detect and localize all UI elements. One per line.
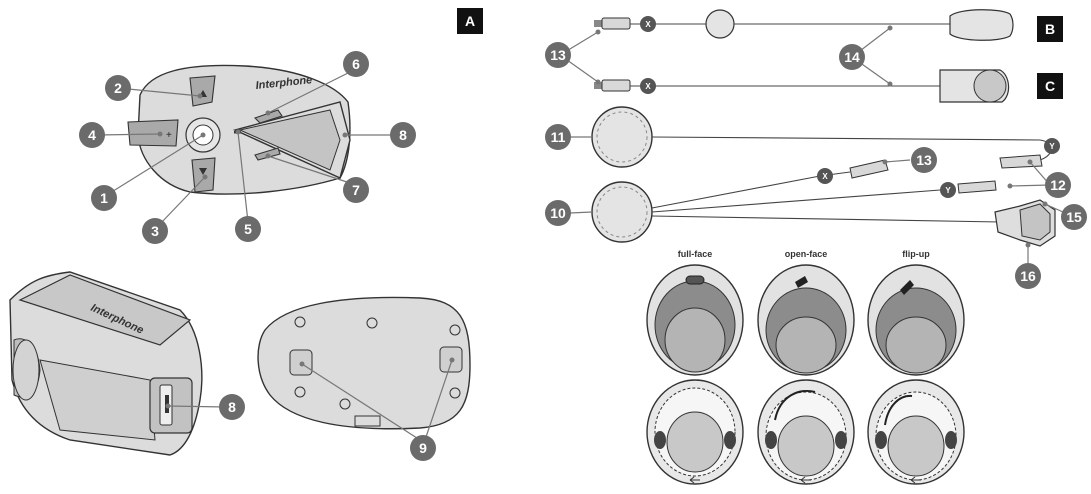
cable-connector-unit bbox=[994, 199, 1056, 247]
callout-6: 6 bbox=[343, 51, 369, 77]
helmet-flip-up-bottom bbox=[867, 379, 965, 485]
caption-full-face: full-face bbox=[678, 249, 713, 259]
connector-x-2: X bbox=[640, 78, 656, 94]
callout-7: 7 bbox=[343, 177, 369, 203]
svg-text:C: C bbox=[1045, 78, 1055, 94]
svg-text:1: 1 bbox=[100, 190, 108, 206]
connector-x-1: X bbox=[640, 16, 656, 32]
callout-13-bottom: 13 bbox=[911, 147, 937, 173]
callout-12: 12 bbox=[1045, 172, 1071, 198]
svg-text:12: 12 bbox=[1050, 177, 1066, 193]
phone-button bbox=[127, 119, 179, 147]
svg-text:2: 2 bbox=[114, 80, 122, 96]
svg-text:10: 10 bbox=[550, 205, 566, 221]
svg-text:8: 8 bbox=[228, 399, 236, 415]
svg-text:B: B bbox=[1045, 21, 1055, 37]
callout-8: 8 bbox=[390, 122, 416, 148]
callout-5: 5 bbox=[235, 216, 261, 242]
svg-text:9: 9 bbox=[419, 440, 427, 456]
svg-text:13: 13 bbox=[916, 152, 932, 168]
connector-y-2: Y bbox=[940, 182, 956, 198]
svg-text:Y: Y bbox=[1049, 142, 1055, 151]
helmet-open-face-bottom bbox=[757, 379, 855, 485]
svg-text:15: 15 bbox=[1066, 209, 1082, 225]
mounting-plate bbox=[257, 296, 471, 430]
svg-text:X: X bbox=[822, 172, 828, 181]
callout-16: 16 bbox=[1015, 263, 1041, 289]
svg-text:7: 7 bbox=[352, 182, 360, 198]
callout-2: 2 bbox=[105, 75, 131, 101]
svg-text:A: A bbox=[465, 13, 475, 29]
brand-logo-top: Interphone bbox=[255, 74, 313, 92]
callout-10: 10 bbox=[545, 200, 571, 226]
section-a-label: A bbox=[457, 8, 483, 34]
helmet-open-face-top bbox=[757, 264, 855, 376]
callout-1: 1 bbox=[91, 185, 117, 211]
speaker-10 bbox=[591, 181, 653, 243]
svg-text:13: 13 bbox=[550, 47, 566, 63]
callout-14: 14 bbox=[839, 44, 865, 70]
microphone-cable-c bbox=[594, 69, 1010, 103]
svg-text:4: 4 bbox=[88, 127, 96, 143]
svg-text:16: 16 bbox=[1020, 268, 1036, 284]
callout-11: 11 bbox=[545, 124, 571, 150]
caption-open-face: open-face bbox=[785, 249, 828, 259]
callout-8-side: 8 bbox=[219, 394, 245, 420]
connector-y-1: Y bbox=[1044, 138, 1060, 154]
svg-text:11: 11 bbox=[551, 129, 566, 145]
svg-text:6: 6 bbox=[352, 56, 360, 72]
connector-x-3: X bbox=[817, 168, 833, 184]
callout-13-top: 13 bbox=[545, 42, 571, 68]
section-b-label: B bbox=[1037, 16, 1063, 42]
svg-text:8: 8 bbox=[399, 127, 407, 143]
callout-9: 9 bbox=[410, 435, 436, 461]
caption-flip-up: flip-up bbox=[902, 249, 930, 259]
intercom-unit-side: Interphone bbox=[9, 271, 203, 456]
section-c-label: C bbox=[1037, 73, 1063, 99]
svg-text:14: 14 bbox=[844, 49, 860, 65]
svg-text:X: X bbox=[645, 20, 651, 29]
svg-text:X: X bbox=[645, 82, 651, 91]
svg-text:5: 5 bbox=[244, 221, 252, 237]
callout-3: 3 bbox=[142, 218, 168, 244]
speaker-11 bbox=[591, 106, 653, 168]
helmet-full-face-bottom bbox=[646, 379, 744, 485]
callout-4: 4 bbox=[79, 122, 105, 148]
helmet-flip-up-top bbox=[867, 264, 965, 376]
svg-text:3: 3 bbox=[151, 223, 159, 239]
callout-15: 15 bbox=[1061, 204, 1087, 230]
helmet-full-face-top bbox=[646, 264, 744, 376]
svg-text:+: + bbox=[166, 130, 172, 141]
svg-text:Y: Y bbox=[945, 186, 951, 195]
microphone-cable-b bbox=[594, 9, 1014, 41]
